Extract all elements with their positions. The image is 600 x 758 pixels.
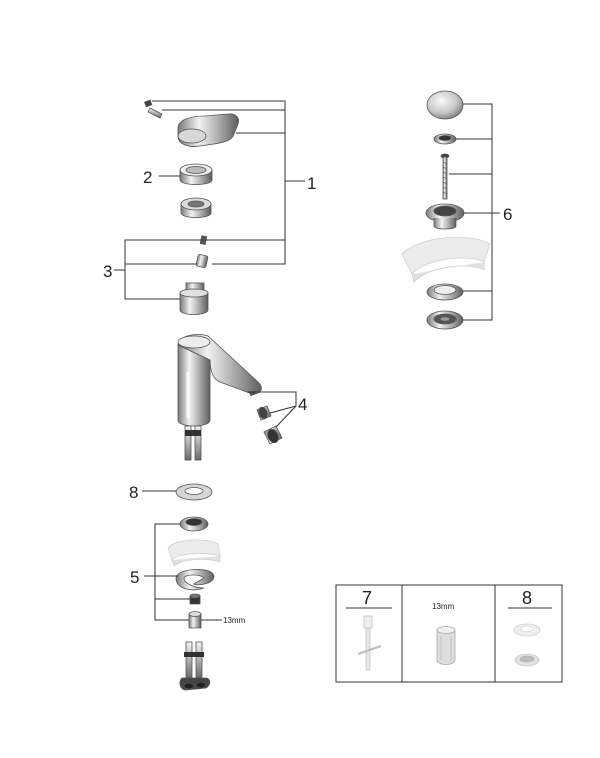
socket-wrench-13mm-icon bbox=[436, 626, 456, 665]
horseshoe-washer-icon bbox=[175, 569, 215, 591]
spacer-nut-icon bbox=[189, 593, 201, 605]
mounting-ring-icon bbox=[179, 516, 209, 532]
adapter-icon bbox=[195, 254, 209, 268]
callout-2: 2 bbox=[143, 168, 152, 187]
hex-nut-icon bbox=[180, 197, 212, 218]
replacement-washers-icon bbox=[513, 623, 541, 667]
supply-hoses-icon bbox=[179, 641, 211, 691]
accessory-8-label: 8 bbox=[522, 588, 532, 608]
threaded-rod-icon bbox=[440, 153, 450, 200]
accessory-7-label: 7 bbox=[362, 588, 372, 608]
cover-ring-icon bbox=[179, 163, 213, 185]
callout-6: 6 bbox=[503, 205, 512, 224]
waste-nut-icon bbox=[426, 310, 464, 330]
callout-4: 4 bbox=[298, 395, 307, 414]
aerator-housing-icon bbox=[263, 425, 283, 445]
aerator-insert-icon bbox=[256, 405, 272, 421]
callout-5: 5 bbox=[130, 568, 139, 587]
sealing-washer-icon bbox=[175, 483, 213, 501]
wrench-size-label: 13mm bbox=[223, 616, 246, 625]
pop-up-cap-icon bbox=[426, 90, 464, 120]
callout-1: 1 bbox=[307, 174, 316, 193]
leader-lines-left bbox=[114, 100, 305, 621]
faucet-body-icon bbox=[177, 334, 262, 427]
basin-section-icon bbox=[401, 236, 491, 283]
callout-3: 3 bbox=[103, 262, 112, 281]
cap-seal-icon bbox=[433, 133, 457, 145]
fixing-nut-13mm-icon bbox=[188, 611, 202, 629]
leader-lines-right bbox=[449, 103, 500, 321]
countertop-section-icon bbox=[167, 539, 221, 567]
grub-screw-icon bbox=[143, 99, 163, 119]
accessory-13mm-label: 13mm bbox=[432, 602, 455, 611]
special-tool-icon bbox=[357, 615, 382, 671]
cartridge-icon bbox=[179, 282, 209, 315]
waste-washer-icon bbox=[426, 283, 464, 301]
lever-handle-icon bbox=[177, 113, 239, 147]
callout-8: 8 bbox=[129, 483, 138, 502]
waste-flange-icon bbox=[425, 203, 465, 230]
flex-hoses-icon bbox=[184, 425, 202, 461]
